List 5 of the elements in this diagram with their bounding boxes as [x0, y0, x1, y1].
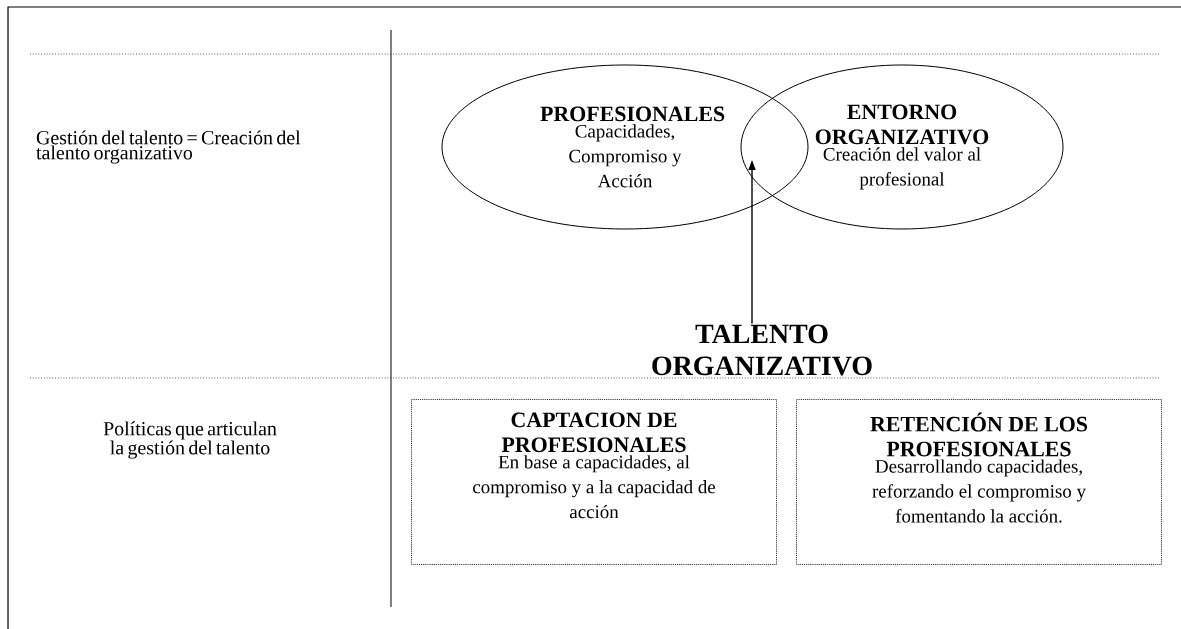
policy-box: CAPTACION DE PROFESIONALES En base a capacidades, al compromiso y a la capacidad de acción — [411, 399, 777, 565]
policy-box: RETENCIÓN DE LOS PROFESIONALES Desarrollando capacidades, reforzando el compromiso y fomentando la acción. — [796, 399, 1162, 565]
row-label: Políticas que articulan la gestión del talento — [103, 421, 277, 459]
row-label: Gestión del talento = Creación del talento organizativo — [36, 130, 301, 164]
label-text: TALENTO ORGANIZATIVO — [652, 324, 872, 376]
